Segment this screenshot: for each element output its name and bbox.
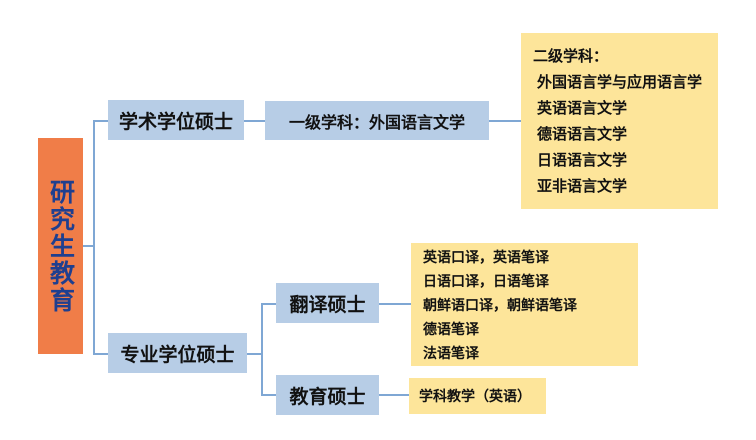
connector-translation-to-languages: [378, 303, 412, 305]
translation-language-item: 德语笔译: [423, 322, 479, 338]
connector-academic-to-first-level: [243, 120, 266, 122]
root-label: 研究生教育: [46, 178, 76, 314]
first-level-discipline-node: 一级学科：外国语言文学: [265, 101, 489, 140]
translation-language-item: 法语笔译: [423, 346, 479, 362]
second-level-item: 英语语言文学: [537, 99, 628, 117]
translation-language-item: 英语口译，英语笔译: [423, 250, 549, 266]
second-level-item: 亚非语言文学: [537, 177, 628, 195]
professional-degree-node: 专业学位硕士: [108, 333, 247, 373]
connector-to-academic: [93, 120, 109, 122]
connector-education-to-subject: [378, 394, 410, 396]
second-level-item: 日语语言文学: [537, 151, 628, 169]
connector-professional-stub: [246, 353, 262, 355]
academic-degree-node: 学术学位硕士: [108, 100, 244, 140]
academic-degree-label: 学术学位硕士: [118, 110, 233, 133]
education-subject-box: 学科教学（英语）: [409, 378, 546, 414]
education-master-label: 教育硕士: [289, 385, 366, 408]
connector-to-education: [261, 394, 277, 396]
connector-to-translation: [261, 303, 277, 305]
connector-root-stub: [83, 245, 94, 247]
connector-professional-vertical: [261, 303, 263, 395]
connector-first-level-to-second-level: [488, 120, 522, 122]
education-master-node: 教育硕士: [276, 375, 379, 415]
second-level-item: 外国语言学与应用语言学: [537, 73, 703, 91]
first-level-discipline-label: 一级学科：外国语言文学: [288, 112, 465, 132]
connector-to-professional: [93, 353, 109, 355]
connector-root-vertical: [93, 120, 95, 354]
translation-language-item: 日语口译，日语笔译: [423, 274, 549, 290]
translation-languages-box: 英语口译，英语笔译 日语口译，日语笔译 朝鲜语口译，朝鲜语笔译 德语笔译 法语笔…: [411, 243, 638, 366]
second-level-item: 德语语言文学: [537, 125, 628, 143]
translation-master-label: 翻译硕士: [289, 293, 366, 316]
translation-language-item: 朝鲜语口译，朝鲜语笔译: [423, 298, 577, 314]
second-level-title: 二级学科：: [533, 47, 609, 65]
professional-degree-label: 专业学位硕士: [120, 343, 235, 366]
translation-master-node: 翻译硕士: [276, 283, 379, 323]
root-node-graduate-education: 研究生教育: [38, 138, 83, 354]
second-level-disciplines-box: 二级学科： 外国语言学与应用语言学 英语语言文学 德语语言文学 日语语言文学 亚…: [521, 33, 718, 209]
education-subject-item: 学科教学（英语）: [419, 389, 531, 405]
